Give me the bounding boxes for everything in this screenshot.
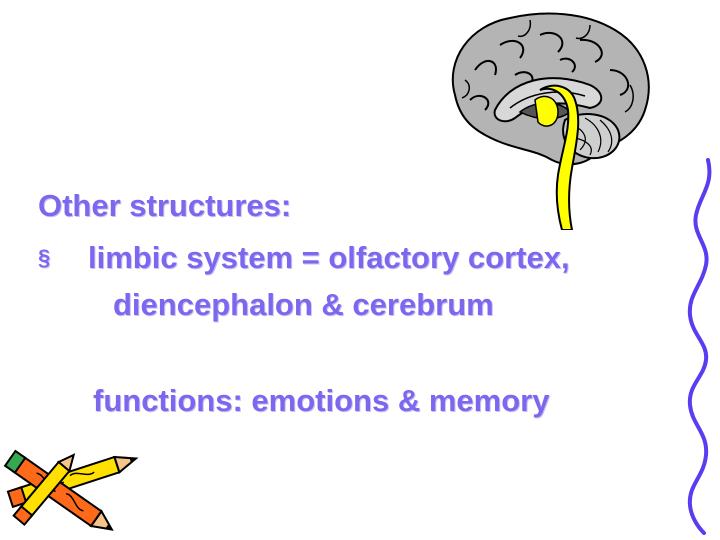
- bullet-symbol: §: [38, 245, 51, 270]
- functions-line: functions: emotions & memory: [93, 383, 550, 418]
- pencils-clipart-icon: [3, 449, 139, 531]
- slide-heading: Other structures:: [38, 188, 292, 223]
- bullet-text: limbic system = olfactory cortex,: [88, 240, 570, 275]
- squiggle-line-icon: [687, 158, 712, 535]
- bullet-continuation: diencephalon & cerebrum: [113, 287, 494, 322]
- bullet-item: § limbic system = olfactory cortex,: [38, 240, 570, 276]
- brain-illustration-icon: [451, 12, 650, 230]
